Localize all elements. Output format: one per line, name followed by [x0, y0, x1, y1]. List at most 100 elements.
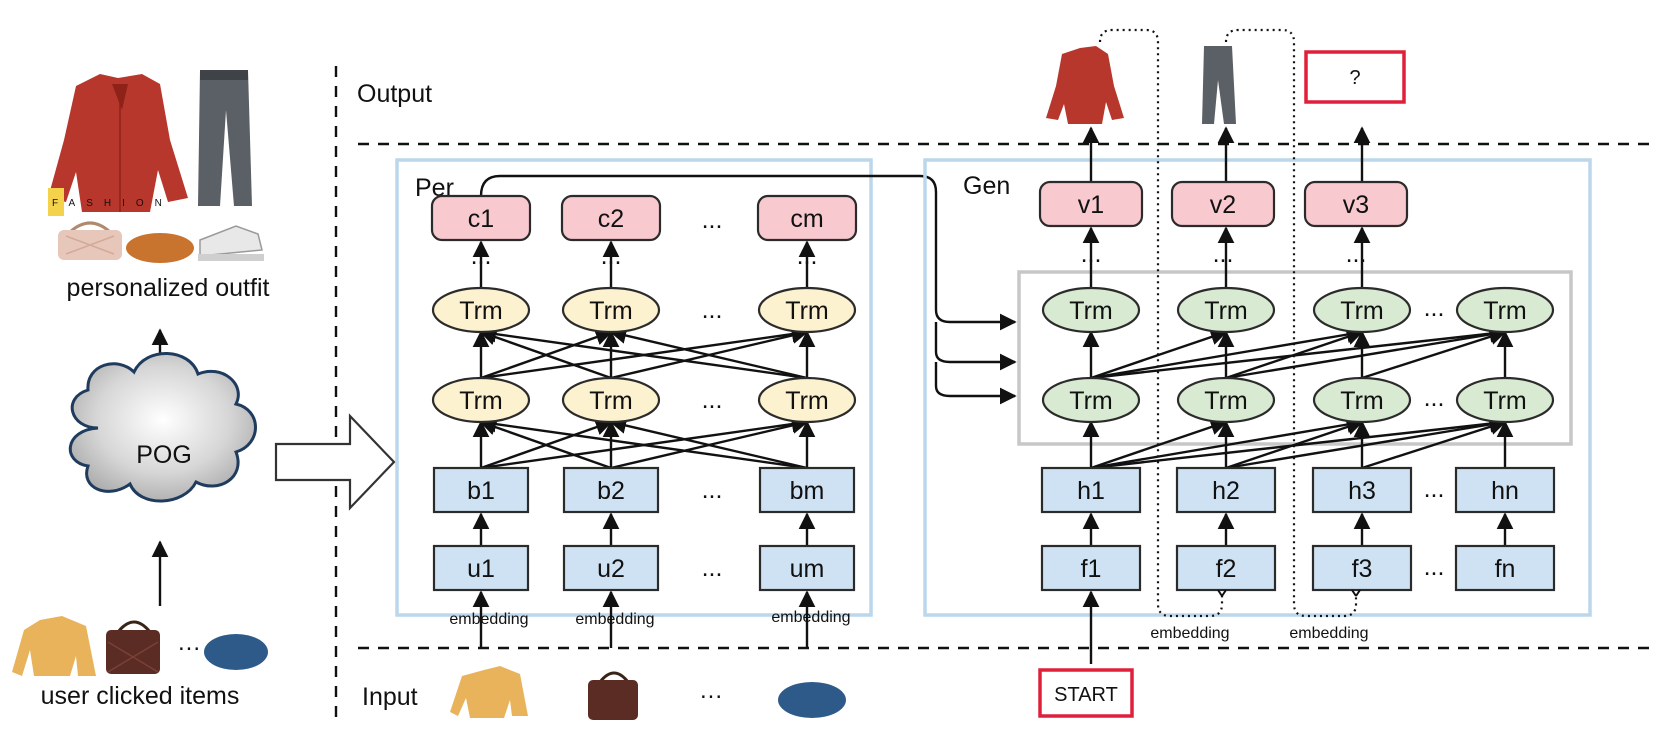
unknown-item-box — [1304, 50, 1406, 104]
per-attention-edge — [609, 327, 808, 380]
start-token-box — [1038, 668, 1134, 718]
gen-v-label: v1 — [1078, 191, 1104, 219]
gen-f-node — [1454, 544, 1556, 592]
per-u-node — [562, 544, 660, 592]
gen-trm-upper — [1176, 286, 1276, 334]
per-trm-ellipsis: ... — [702, 296, 723, 324]
jeans-image — [198, 70, 252, 206]
gen-trm-label: Trm — [1069, 297, 1113, 325]
input-yellow-blouse-image — [450, 666, 528, 718]
gen-trm-lower — [1041, 376, 1141, 424]
gen-f-node — [1040, 544, 1142, 592]
gen-label: Gen — [963, 172, 1010, 200]
gen-trm-upper — [1041, 286, 1141, 334]
gen-f-label: f2 — [1216, 555, 1237, 583]
gen-trm-ellipsis: ... — [1424, 384, 1445, 412]
orange-beret-image — [126, 233, 194, 263]
per-b-node — [758, 466, 856, 514]
per-trm-label: Trm — [785, 297, 829, 325]
gen-causal-edge — [1090, 325, 1507, 380]
start-token-label: START — [1054, 684, 1118, 706]
gen-h-label: h1 — [1077, 477, 1105, 505]
gen-f-ellipsis: ... — [1424, 553, 1445, 581]
gen-causal-edge — [1225, 326, 1507, 380]
gen-v-node — [1303, 180, 1409, 228]
gen-embedding-label: embedding — [1150, 625, 1229, 642]
input-ellipsis: ... — [700, 677, 723, 704]
gen-causal-edge — [1225, 416, 1507, 470]
per-b-node — [432, 466, 530, 514]
per-trm-label: Trm — [459, 387, 503, 415]
gen-trm-label: Trm — [1483, 297, 1527, 325]
gen-causal-edge — [1090, 415, 1507, 470]
per-trm-upper — [431, 286, 531, 334]
gen-trm-label: Trm — [1069, 387, 1113, 415]
gen-causal-edge — [1361, 328, 1507, 380]
per-attention-edge — [609, 417, 808, 470]
gen-h-node — [1175, 466, 1277, 514]
gen-trm-label: Trm — [1340, 297, 1384, 325]
gen-trm-label: Trm — [1340, 387, 1384, 415]
gen-h-node — [1040, 466, 1142, 514]
feedback-loop-2 — [1224, 28, 1358, 618]
per-to-gen-connection — [934, 322, 1017, 371]
fashion-logo-text: FASHION — [52, 198, 173, 209]
gen-frame — [923, 158, 1592, 617]
per-layer-ellipsis: ... — [471, 242, 492, 270]
clicked-items-ellipsis: ... — [178, 629, 201, 656]
gen-h-node — [1311, 466, 1413, 514]
per-b-label: b1 — [467, 477, 495, 505]
gen-trm-label: Trm — [1204, 387, 1248, 415]
gen-h-label: h2 — [1212, 477, 1240, 505]
per-b-node — [562, 466, 660, 514]
per-b-ellipsis: ... — [702, 476, 723, 504]
feedback-arrowhead-1 — [1217, 589, 1227, 597]
per-c-node — [560, 194, 662, 242]
gen-h-ellipsis: ... — [1424, 475, 1445, 503]
gen-v-label: v2 — [1210, 191, 1236, 219]
per-u-label: u1 — [467, 555, 495, 583]
white-shoe-image — [198, 225, 264, 261]
big-hollow-arrow — [274, 413, 396, 511]
output-red-blouse-image — [1046, 46, 1124, 124]
per-trm-lower — [757, 376, 857, 424]
per-trm-upper — [757, 286, 857, 334]
per-layer-ellipsis: ... — [601, 242, 622, 270]
per-u-label: u2 — [597, 555, 625, 583]
per-c-ellipsis: ... — [702, 206, 723, 234]
gen-h-label: h3 — [1348, 477, 1376, 505]
gen-v-label: v3 — [1343, 191, 1369, 219]
gen-layer-ellipsis: ... — [1081, 240, 1102, 268]
quilted-bag-image — [106, 620, 160, 674]
gen-v-node — [1170, 180, 1276, 228]
gen-trm-upper — [1455, 286, 1555, 334]
gen-embedding-label: embedding — [1289, 625, 1368, 642]
fashion-logo-mark — [48, 188, 64, 216]
per-trm-label: Trm — [589, 297, 633, 325]
per-trm-label: Trm — [459, 297, 503, 325]
per-layer-ellipsis: ... — [797, 242, 818, 270]
per-trm-upper — [561, 286, 661, 334]
per-embedding-label: embedding — [575, 611, 654, 628]
per-trm-ellipsis: ... — [702, 386, 723, 414]
input-quilted-bag-image — [588, 671, 638, 720]
per-trm-label: Trm — [589, 387, 633, 415]
gen-trm-label: Trm — [1204, 297, 1248, 325]
personalized-outfit-images: FASHION — [48, 70, 264, 263]
unknown-item-label: ? — [1349, 67, 1360, 89]
per-trm-lower — [561, 376, 661, 424]
pog-label: POG — [136, 441, 192, 469]
output-label: Output — [357, 80, 432, 108]
input-label: Input — [362, 683, 418, 711]
per-edges — [472, 174, 1017, 648]
gen-trm-label: Trm — [1483, 387, 1527, 415]
gen-causal-edge — [1225, 328, 1364, 380]
per-frame — [395, 158, 873, 617]
per-trm-label: Trm — [785, 387, 829, 415]
gen-trm-upper — [1312, 286, 1412, 334]
gen-f-node — [1311, 544, 1413, 592]
gen-f-label: f1 — [1081, 555, 1102, 583]
per-c-label: cm — [790, 205, 823, 233]
per-to-gen-connection — [479, 174, 1017, 331]
